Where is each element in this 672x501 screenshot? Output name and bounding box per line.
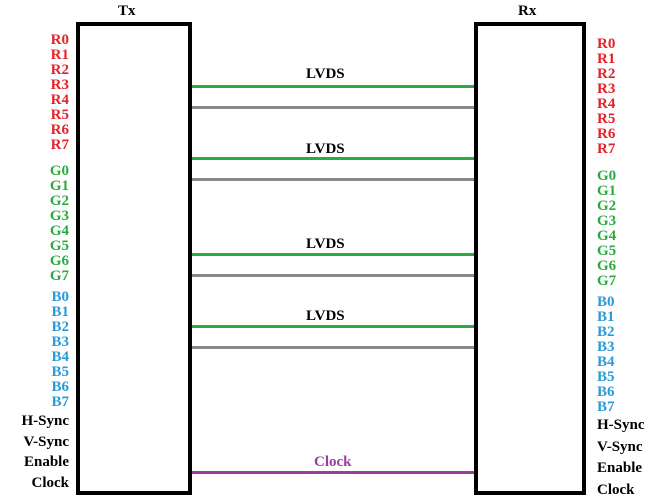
rx-signal-r0: R0: [597, 36, 616, 52]
lvds-wire-1: [192, 85, 474, 88]
rx-title: Rx: [518, 3, 537, 19]
rx-signal-g4: G4: [597, 228, 617, 244]
tx-signal-b3: B3: [51, 334, 69, 350]
tx-signal-b6: B6: [51, 379, 69, 395]
rx-signal-r2: R2: [597, 66, 616, 82]
tx-signal-g6: G6: [49, 253, 69, 269]
tx-signal-g1: G1: [49, 178, 69, 194]
tx-signal-r4: R4: [50, 92, 69, 108]
tx-signal-enable: Enable: [23, 454, 69, 470]
rx-signal-b2: B2: [597, 324, 615, 340]
tx-signal-b7: B7: [51, 394, 69, 410]
rx-signal-r3: R3: [597, 81, 616, 97]
tx-signal-r2: R2: [50, 62, 69, 78]
clock-wire: [192, 471, 474, 474]
tx-signal-b4: B4: [51, 349, 69, 365]
lvds-return-wire-3: [192, 274, 474, 277]
tx-signal-h-sync: H-Sync: [21, 413, 69, 429]
rx-signal-b7: B7: [597, 399, 615, 415]
lvds-wire-2: [192, 157, 474, 160]
rx-signal-b0: B0: [597, 294, 615, 310]
rx-signal-g5: G5: [597, 243, 617, 259]
lvds-label-3: LVDS: [306, 236, 345, 252]
rx-signal-r7: R7: [597, 141, 616, 157]
tx-signal-clock: Clock: [31, 474, 70, 491]
rx-signal-r4: R4: [597, 96, 616, 112]
rx-signal-r6: R6: [597, 126, 616, 142]
tx-signal-r1: R1: [50, 47, 69, 63]
rx-signal-clock: Clock: [597, 481, 635, 498]
rx-signal-b5: B5: [597, 369, 615, 385]
tx-signal-v-sync: V-Sync: [23, 433, 69, 450]
lvds-return-wire-1: [192, 106, 474, 109]
tx-signal-r0: R0: [50, 32, 69, 48]
rx-signal-r5: R5: [597, 111, 616, 127]
rx-signal-g0: G0: [597, 168, 617, 184]
rx-signal-b1: B1: [597, 309, 615, 325]
rx-signal-g7: G7: [597, 273, 617, 289]
rx-signal-g2: G2: [597, 198, 617, 214]
rx-signal-g1: G1: [597, 183, 617, 199]
lvds-wire-4: [192, 325, 474, 328]
rx-signal-g6: G6: [597, 258, 617, 274]
lvds-label-2: LVDS: [306, 141, 345, 157]
tx-block: [76, 22, 192, 495]
lvds-wire-3: [192, 253, 474, 256]
tx-title: Tx: [118, 3, 136, 19]
rx-signal-b6: B6: [597, 384, 615, 400]
rx-signal-r1: R1: [597, 51, 616, 67]
tx-signal-r7: R7: [50, 137, 69, 153]
lvds-return-wire-4: [192, 346, 474, 349]
tx-signal-g3: G3: [49, 208, 69, 224]
tx-signal-g2: G2: [49, 193, 69, 209]
tx-signal-g7: G7: [49, 268, 69, 284]
tx-signal-b1: B1: [51, 304, 69, 320]
tx-signal-b5: B5: [51, 364, 69, 380]
tx-signal-g5: G5: [49, 238, 69, 254]
lvds-label-4: LVDS: [306, 308, 345, 324]
tx-signal-r3: R3: [50, 77, 69, 93]
tx-signal-b0: B0: [51, 289, 69, 305]
tx-signal-r5: R5: [50, 107, 69, 123]
clock-wire-label: Clock: [314, 454, 352, 470]
tx-signal-g4: G4: [49, 223, 69, 239]
lvds-label-1: LVDS: [306, 66, 345, 82]
tx-signal-r6: R6: [50, 122, 69, 138]
tx-signal-g0: G0: [49, 163, 69, 179]
lvds-return-wire-2: [192, 178, 474, 181]
rx-signal-enable: Enable: [597, 460, 643, 476]
tx-signal-b2: B2: [51, 319, 69, 335]
rx-signal-h-sync: H-Sync: [597, 417, 645, 433]
rx-signal-g3: G3: [597, 213, 617, 229]
rx-signal-b3: B3: [597, 339, 615, 355]
rx-signal-b4: B4: [597, 354, 615, 370]
rx-signal-v-sync: V-Sync: [597, 438, 643, 455]
rx-block: [474, 22, 586, 495]
